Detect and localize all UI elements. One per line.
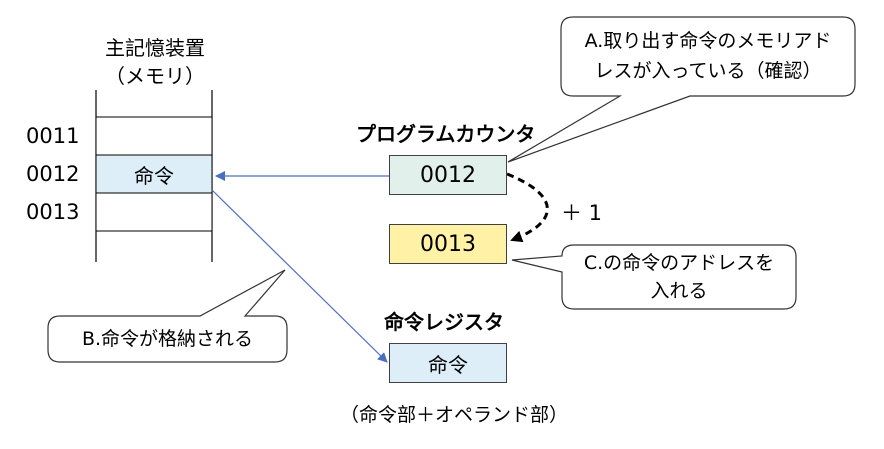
callout-a-line2: レスが入っている（確認） <box>594 60 822 82</box>
instruction-register-note: （命令部＋オペランド部） <box>340 404 569 426</box>
memory-to-register-arrow <box>211 189 388 363</box>
memory-cell-0012 <box>95 154 213 194</box>
callout-c-bubble <box>511 244 797 310</box>
memory-instruction-label: 命令 <box>134 163 174 188</box>
instruction-register-label: 命令レジスタ <box>384 310 504 334</box>
memory-column <box>95 90 213 262</box>
increment-arrow <box>506 172 549 243</box>
program-counter-label: プログラムカウンタ <box>356 122 536 146</box>
increment-label: ＋ 1 <box>561 201 603 225</box>
callout-b-bubble <box>47 269 288 363</box>
callout-a-line1: A.取り出す命令のメモリアド <box>584 30 832 52</box>
program-counter-next: 0013 <box>389 224 507 264</box>
program-counter-current: 0012 <box>389 155 507 195</box>
memory-title: 主記憶装置 <box>105 36 205 60</box>
instruction-register-box: 命令 <box>389 343 507 383</box>
memory-subtitle: （メモリ） <box>105 64 205 88</box>
callout-c-line1: C.の命令のアドレスを <box>583 252 775 274</box>
address-0012: 0012 <box>26 162 80 186</box>
callout-a-bubble <box>507 16 856 163</box>
memory-cell-0013 <box>95 192 213 232</box>
callout-c-line2: 入れる <box>650 280 708 302</box>
address-0011: 0011 <box>26 124 80 148</box>
memory-cell-0011 <box>95 116 213 156</box>
address-0013: 0013 <box>26 200 80 224</box>
callout-b-text: B.命令が格納される <box>81 328 254 350</box>
